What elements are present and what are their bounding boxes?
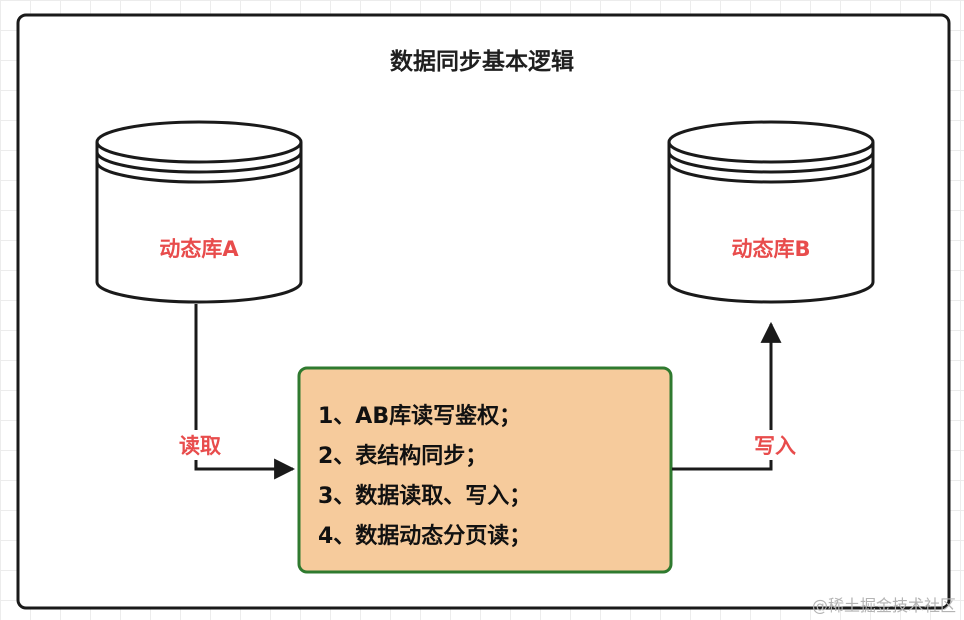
write-edge-label: 写入 xyxy=(735,430,815,460)
read-edge-label: 读取 xyxy=(160,430,240,460)
database-a-label: 动态库A xyxy=(159,237,239,261)
diagram-title: 数据同步基本逻辑 xyxy=(390,49,574,75)
process-step-2: 2、表结构同步； xyxy=(318,444,488,469)
database-a-cylinder[interactable] xyxy=(95,120,303,304)
process-steps-list: 1、AB库读写鉴权； 2、表结构同步； 3、数据读取、写入； 4、数据动态分页读… xyxy=(300,369,670,571)
watermark: @稀土掘金技术社区 xyxy=(811,596,956,615)
database-b-cylinder[interactable] xyxy=(667,120,875,304)
process-step-1: 1、AB库读写鉴权； xyxy=(318,404,522,429)
database-b-label: 动态库B xyxy=(731,237,811,261)
process-step-3: 3、数据读取、写入； xyxy=(318,484,532,509)
read-arrow xyxy=(194,304,296,480)
write-arrow xyxy=(672,321,782,471)
process-step-4: 4、数据动态分页读； xyxy=(318,524,532,549)
process-box[interactable] xyxy=(297,366,673,574)
